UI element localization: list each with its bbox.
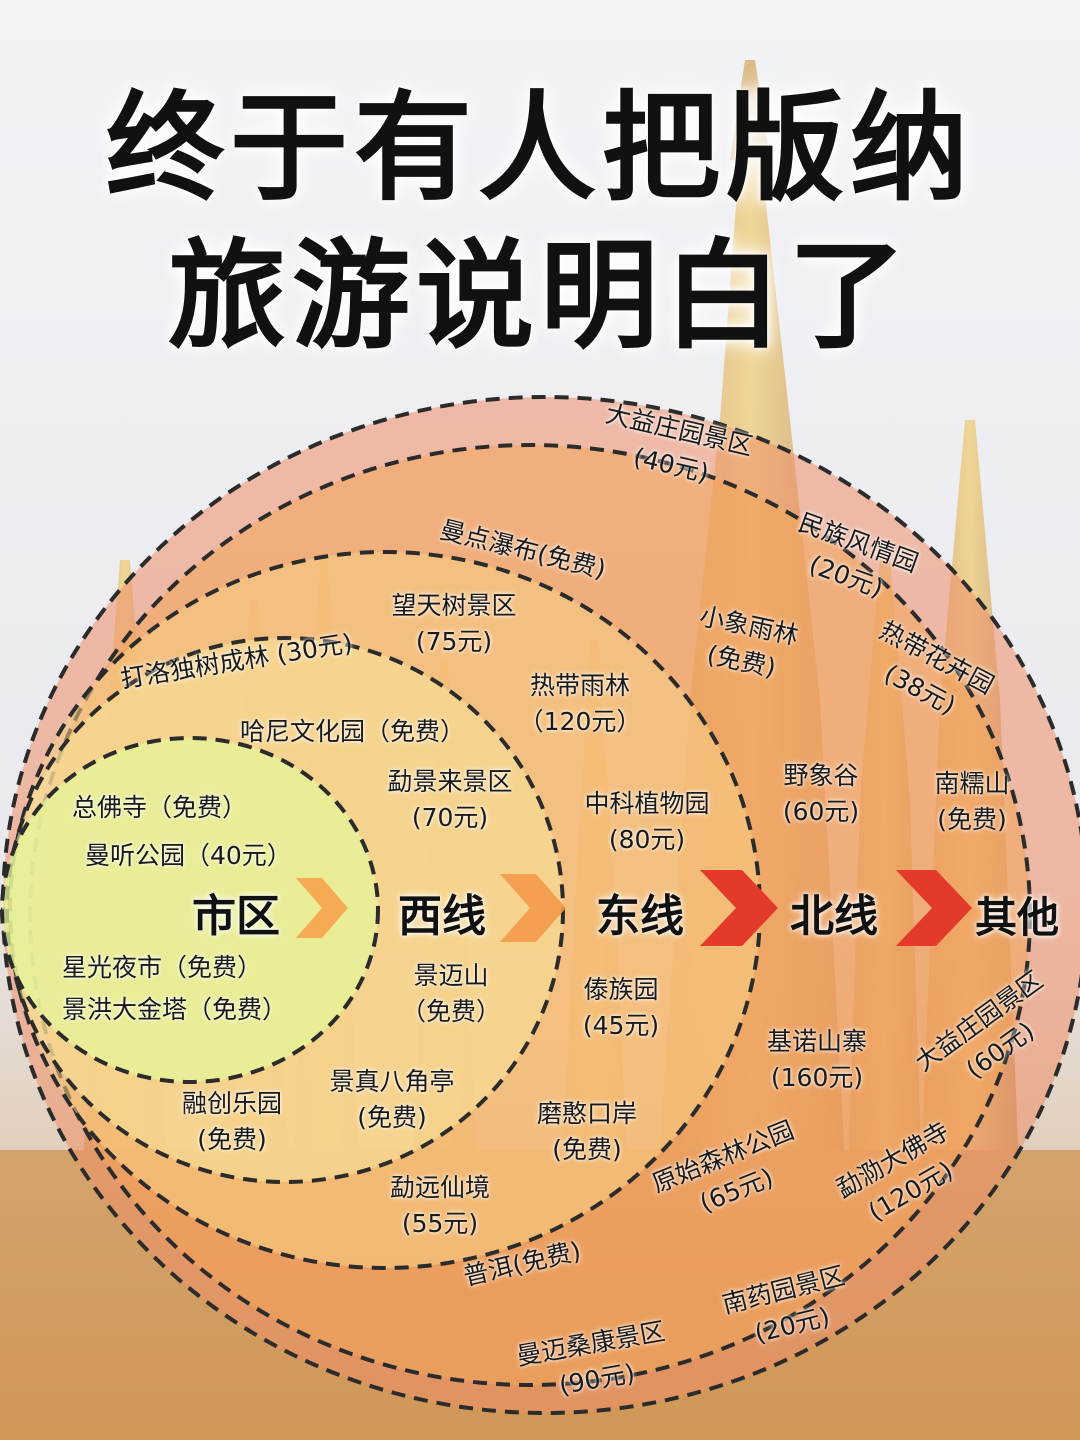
spot-east-6: 勐远仙境(55元) [389,1173,490,1239]
spot-east-1: 望天树景区(75元) [391,591,517,657]
spot-west-6: 融创乐园(免费) [181,1089,282,1155]
spot-city-2: 曼听公园（40元） [85,841,292,870]
spot-east-5: 磨憨口岸(免费) [536,1099,637,1165]
arrow-2 [500,874,566,942]
zone-label-west: 西线 [398,891,486,942]
spot-east-3: 中科植物园(80元) [584,789,710,855]
arrow-3 [700,870,778,946]
ring-city [0,736,380,1084]
spot-west-2: 哈尼文化园（免费） [240,717,466,746]
page-title-line1: 终于有人把版纳 [105,79,974,217]
spot-west-4: 景迈山（免费） [400,961,501,1027]
zone-label-city: 市区 [192,891,280,942]
spot-north-4: 基诺山寨(160元) [766,1027,867,1093]
page-title-line2: 旅游说明白了 [167,227,912,365]
spot-west-5: 景真八角亭(免费) [329,1067,455,1133]
arrow-4 [896,870,972,946]
spot-city-4: 景洪大金塔（免费） [62,995,288,1024]
zone-label-other: 其他 [975,893,1060,942]
zone-label-north: 北线 [790,891,878,942]
spot-city-1: 总佛寺（免费） [72,793,248,822]
zone-label-east: 东线 [596,891,684,942]
spot-east-4: 傣族园(45元) [582,975,660,1041]
spot-city-3: 星光夜市（免费） [62,953,263,982]
arrow-1 [296,878,348,938]
spot-other-4: 南糯山(免费) [934,769,1010,835]
spot-north-3: 野象谷(60元) [782,761,860,827]
zone-arrows [296,870,972,946]
spot-west-3: 勐景来景区(70元) [387,767,513,833]
spot-east-2: 热带雨林（120元） [518,671,642,737]
